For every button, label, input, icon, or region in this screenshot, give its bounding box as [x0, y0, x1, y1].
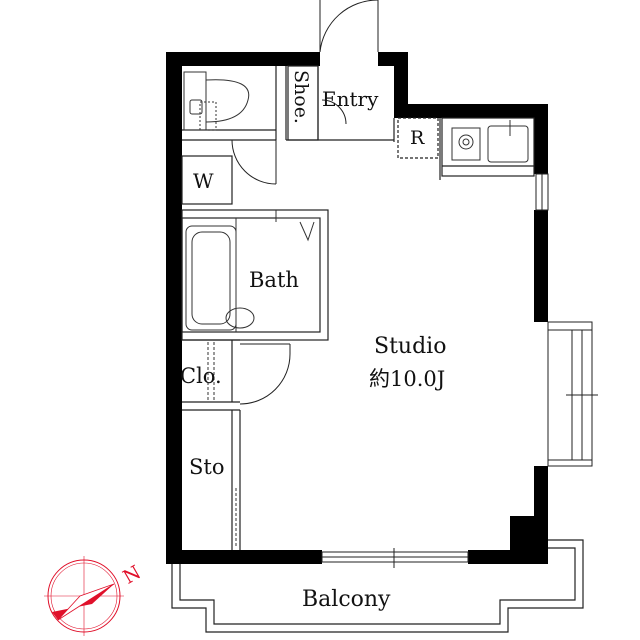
toilet-fixture [183, 71, 250, 131]
outer-walls [166, 52, 548, 564]
washer-label: W [193, 169, 214, 193]
compass [44, 556, 124, 636]
refrigerator-label: R [410, 127, 425, 149]
studio-area-label: 約10.0J [369, 367, 446, 391]
studio-label: Studio [374, 334, 447, 359]
balcony-label: Balcony [302, 587, 391, 612]
interior-doors [231, 99, 347, 405]
bath-label: Bath [249, 268, 299, 292]
bath-fixtures [185, 210, 320, 332]
entry-label: Entry [322, 87, 379, 111]
storage-label: Sto [189, 455, 225, 479]
closet-sliding [207, 342, 237, 548]
kitchen-fixtures [451, 120, 529, 163]
shoe-label: Shoe. [290, 70, 312, 124]
entry-door [319, 0, 379, 53]
balcony-door [321, 548, 469, 568]
right-windows [535, 173, 598, 467]
interior-walls [181, 65, 535, 550]
balcony [171, 539, 584, 633]
closet-label: Clo. [180, 364, 222, 388]
